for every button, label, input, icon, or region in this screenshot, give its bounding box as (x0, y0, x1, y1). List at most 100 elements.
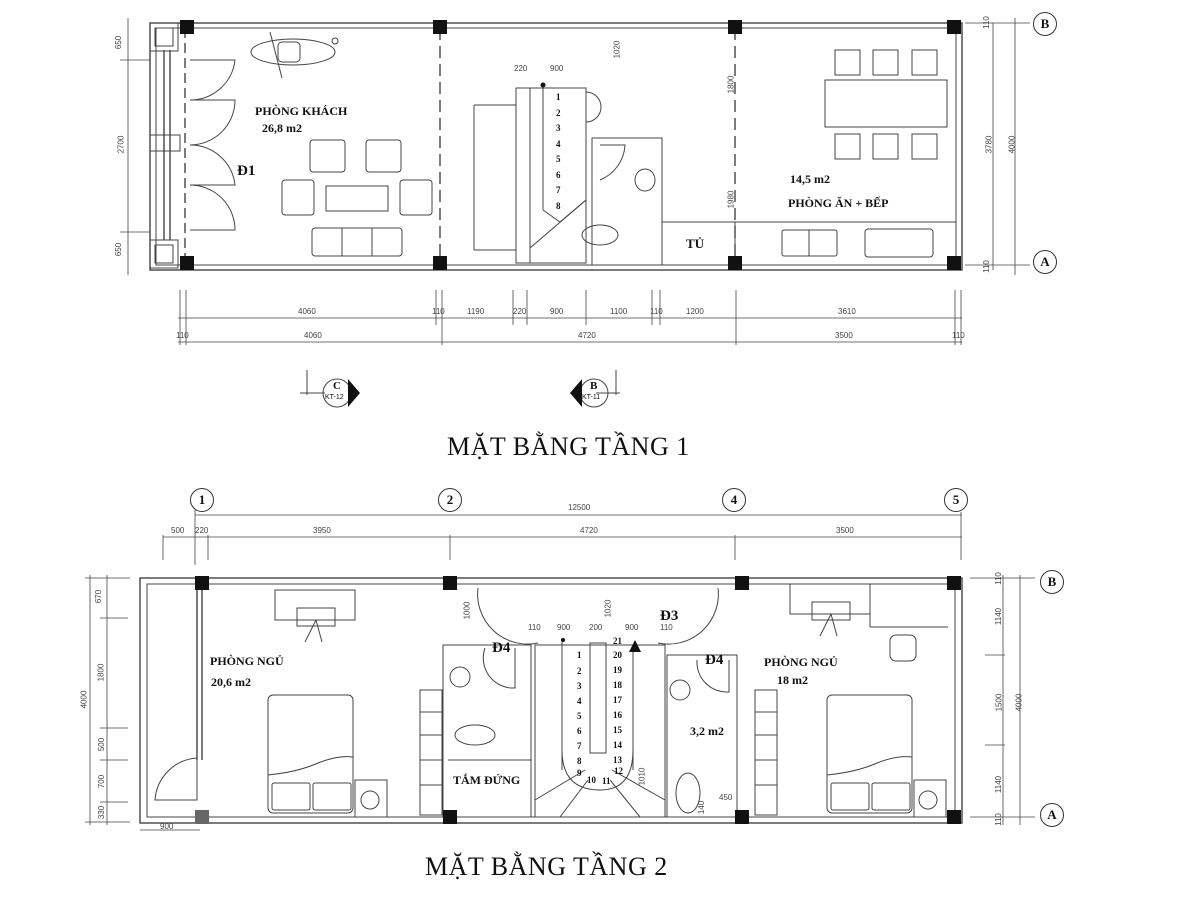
bedroom-left-area: 20,6 m2 (211, 675, 251, 689)
dim-label: 110 (993, 813, 1003, 826)
dim-label: 500 (171, 526, 185, 535)
step-number: 1 (577, 650, 582, 660)
step-number: 11 (602, 776, 611, 786)
axis-marker-b: B (1040, 570, 1064, 594)
dim-label: 3500 (835, 331, 853, 340)
step-number: 2 (577, 666, 582, 676)
step-number: 10 (587, 775, 596, 785)
stair-up-arrow-icon (629, 640, 641, 652)
axis-marker-a: A (1033, 250, 1057, 274)
dim-label: 1020 (603, 599, 613, 618)
step-number: 20 (613, 650, 622, 660)
dining-set (824, 49, 948, 160)
dim-label: 900 (625, 623, 639, 632)
axis-marker-1: 1 (190, 488, 214, 512)
dim-label: 1140 (994, 607, 1004, 626)
dim-label: 450 (719, 793, 733, 802)
axis-marker-2: 2 (438, 488, 462, 512)
dim-label: 3950 (313, 526, 331, 535)
dim-label: 140 (697, 800, 707, 815)
step-number: 5 (577, 711, 582, 721)
step-number: 15 (613, 725, 622, 735)
bedroom-left-name: PHÒNG NGỦ (210, 654, 284, 668)
axis-marker-4: 4 (722, 488, 746, 512)
dim-label: 110 (528, 623, 541, 632)
step-number: 21 (613, 636, 622, 646)
step-number: 4 (556, 139, 561, 149)
structural-columns (180, 20, 961, 824)
dim-label: 900 (550, 307, 564, 316)
dim-label: 110 (981, 260, 991, 273)
motorbike-icon (250, 31, 339, 79)
dim-label: 110 (660, 623, 673, 632)
axis-marker-b: B (1033, 12, 1057, 36)
dim-label: 220 (513, 307, 527, 316)
dim-label: 220 (514, 64, 528, 73)
living-room-name: PHÒNG KHÁCH (255, 104, 348, 118)
dim-label: 110 (650, 307, 663, 316)
dining-room-name: PHÒNG ĂN + BẾP (788, 196, 889, 210)
dim-label: 4000 (1007, 135, 1017, 154)
step-number: 8 (556, 201, 561, 211)
shower-label: TẮM ĐỨNG (453, 773, 521, 787)
floor1-wc (581, 137, 663, 266)
step-number: 6 (577, 726, 582, 736)
step-number: 18 (613, 680, 622, 690)
dim-label: 900 (160, 822, 174, 831)
step-number: 12 (614, 766, 623, 776)
step-number: 7 (556, 185, 561, 195)
section-letter: B (590, 380, 598, 392)
dim-label: 1800 (96, 663, 106, 682)
floor1-staircase (473, 85, 602, 264)
dim-label: 1200 (686, 307, 704, 316)
section-letter: C (333, 380, 341, 392)
step-number: 17 (613, 695, 622, 705)
floor1-title: MẶT BẰNG TẦNG 1 (447, 432, 690, 461)
step-number: 1 (556, 92, 561, 102)
bedroom-right-name: PHÒNG NGỦ (764, 655, 838, 669)
step-number: 6 (556, 170, 561, 180)
dim-label: 4720 (578, 331, 596, 340)
dim-label: 4060 (304, 331, 322, 340)
kitchen-counter (735, 221, 956, 258)
dim-label: 4720 (580, 526, 598, 535)
dim-label: 3780 (984, 135, 994, 154)
dim-label: 1190 (467, 307, 485, 316)
step-number: 13 (613, 755, 622, 765)
dim-label: 1010 (637, 767, 647, 786)
dim-label: 1980 (726, 190, 736, 209)
dim-label: 4000 (1014, 693, 1024, 712)
step-number: 9 (577, 768, 582, 778)
step-number: 3 (556, 123, 561, 133)
dim-label: 110 (176, 331, 189, 340)
dim-label: 1020 (612, 40, 622, 59)
dim-label: 650 (114, 242, 124, 257)
floor2-title: MẶT BẰNG TẦNG 2 (425, 852, 668, 881)
dim-label: 4060 (298, 307, 316, 316)
dim-label: 110 (952, 331, 965, 340)
section-ref: KT-11 (582, 394, 601, 401)
dim-label: 110 (432, 307, 445, 316)
dim-label: 1800 (726, 75, 736, 94)
step-number: 5 (556, 154, 561, 164)
sofa-set (281, 139, 433, 257)
dim-label: 670 (94, 589, 104, 604)
dim-label: 110 (993, 572, 1003, 585)
step-number: 7 (577, 741, 582, 751)
step-number: 4 (577, 696, 582, 706)
step-number: 8 (577, 756, 582, 766)
step-number: 19 (613, 665, 622, 675)
wc-right-area: 3,2 m2 (690, 724, 724, 738)
dim-label: 4000 (79, 690, 89, 709)
dim-label: 220 (195, 526, 209, 535)
step-number: 3 (577, 681, 582, 691)
step-number: 14 (613, 740, 622, 750)
dim-label: 1500 (994, 693, 1004, 712)
door-label-d3: Đ3 (660, 608, 679, 624)
door-label-d1: Đ1 (237, 163, 256, 179)
dim-label: 200 (589, 623, 603, 632)
dim-label: 3500 (836, 526, 854, 535)
door-label-d4-right: Đ4 (705, 652, 724, 668)
dim-label: 500 (97, 737, 107, 752)
